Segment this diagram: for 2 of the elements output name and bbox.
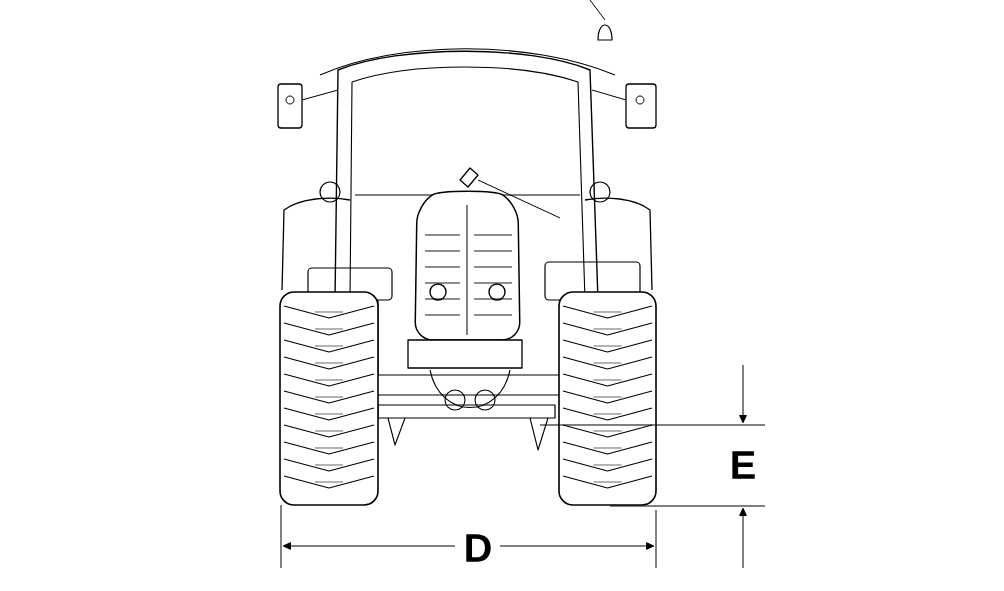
- dimension-label: D: [466, 534, 491, 562]
- dimension-label: E: [732, 451, 755, 479]
